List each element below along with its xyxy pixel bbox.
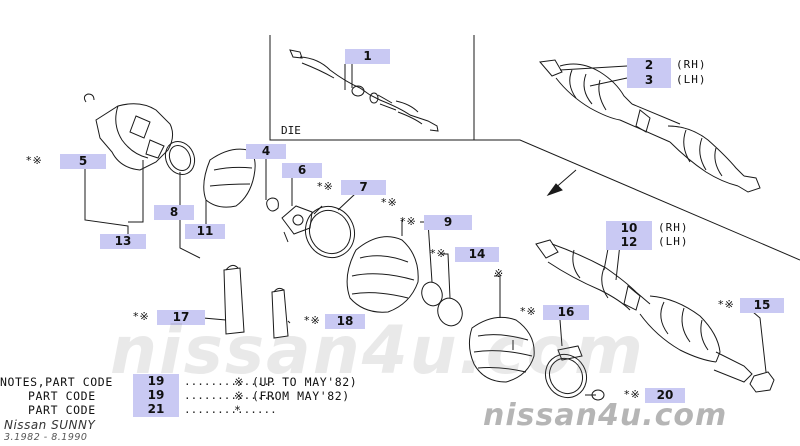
callout-5[interactable]: 5 — [60, 154, 106, 169]
callout-2-side: (RH) — [676, 58, 707, 71]
note-dots-3: .............. — [184, 403, 277, 416]
callout-4[interactable]: 4 — [246, 144, 286, 159]
note-mark-2: ※ — [234, 389, 245, 403]
callout-9[interactable]: 9 — [424, 215, 472, 230]
note-code-3: 21 — [133, 402, 179, 417]
callout-16-marks: *※ — [520, 305, 537, 318]
marks-ring-upper: *※ — [381, 196, 398, 209]
callout-18-marks: *※ — [304, 314, 321, 327]
callout-17[interactable]: 17 — [157, 310, 205, 325]
callout-9-marks: *※ — [400, 215, 417, 228]
note-label-3: PART CODE — [28, 403, 96, 417]
watermark-small: nissan4u.com — [483, 398, 728, 433]
footer-period: 3.1982 - 8.1990 — [4, 432, 88, 443]
note-mark-3: * — [234, 403, 242, 417]
note-desc-2: (FROM MAY'82) — [252, 389, 350, 403]
callout-7-marks: *※ — [317, 180, 334, 193]
note-dots-2: .............. — [184, 389, 277, 402]
note-code-1: 19 — [133, 374, 179, 389]
callout-20[interactable]: 20 — [645, 388, 685, 403]
callout-16[interactable]: 16 — [543, 305, 589, 320]
note-dots-1: .............. — [184, 375, 277, 388]
callout-15[interactable]: 15 — [740, 298, 784, 313]
note-code-2: 19 — [133, 388, 179, 403]
callout-5-marks: *※ — [26, 154, 43, 167]
callout-1[interactable]: 1 — [345, 49, 390, 64]
callout-10[interactable]: 10 — [606, 221, 652, 236]
callout-3-side: (LH) — [676, 73, 707, 86]
callout-2[interactable]: 2 — [627, 58, 671, 73]
callout-7[interactable]: 7 — [341, 180, 386, 195]
note-desc-1: (UP TO MAY'82) — [252, 375, 358, 389]
callout-3[interactable]: 3 — [627, 73, 671, 88]
callout-6[interactable]: 6 — [282, 163, 322, 178]
note-label-1: NOTES,PART CODE — [0, 375, 113, 389]
callout-18[interactable]: 18 — [325, 314, 365, 329]
marks-boot-outer: ※ — [494, 267, 505, 280]
die-label: DIE — [281, 124, 301, 137]
footer-model: Nissan SUNNY — [4, 418, 96, 432]
callout-11[interactable]: 11 — [185, 224, 225, 239]
callout-14[interactable]: 14 — [455, 247, 499, 262]
callout-12[interactable]: 12 — [606, 235, 652, 250]
callout-20-marks: *※ — [624, 388, 641, 401]
note-label-2: PART CODE — [28, 389, 96, 403]
callout-14-marks: *※ — [430, 247, 447, 260]
callout-12-side: (LH) — [658, 235, 689, 248]
callout-13[interactable]: 13 — [100, 234, 146, 249]
callout-10-side: (RH) — [658, 221, 689, 234]
note-mark-1: ※ — [234, 375, 245, 389]
callout-15-marks: *※ — [718, 298, 735, 311]
callout-8[interactable]: 8 — [154, 205, 194, 220]
watermark-large: nissan4u.com — [110, 312, 645, 389]
callout-17-marks: *※ — [133, 310, 150, 323]
